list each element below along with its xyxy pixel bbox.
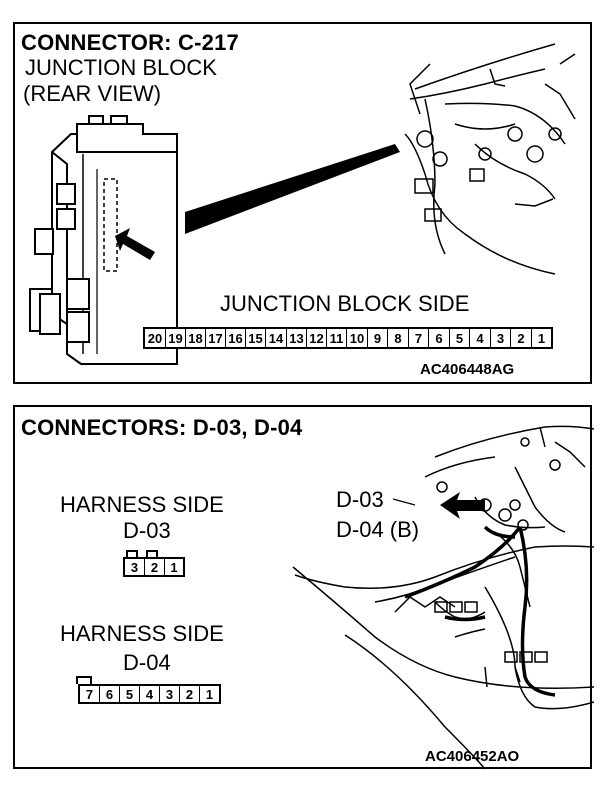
pin-cell: 4 — [470, 329, 491, 347]
d04-callout: D-04 (B) — [336, 517, 420, 542]
c217-pin-row: 20 19 18 17 16 15 14 13 12 11 10 9 8 7 6… — [143, 327, 553, 349]
pin-cell: 8 — [388, 329, 409, 347]
d04-pin-row: 7 6 5 4 3 2 1 — [78, 684, 221, 704]
d03-label: D-03 — [123, 518, 171, 543]
pin-cell: 4 — [140, 686, 160, 702]
figure-code: AC406452AO — [425, 748, 520, 765]
dashboard-sketch — [404, 43, 576, 275]
d03-callout: D-03 — [336, 487, 384, 512]
pin-cell: 1 — [170, 559, 178, 575]
d04-label: D-04 — [123, 650, 171, 675]
pin-cell: 18 — [186, 329, 206, 347]
pin-cell: 3 — [125, 559, 145, 575]
connector-outlines — [76, 550, 158, 684]
junction-block-illustration — [29, 43, 576, 365]
pin-cell: 5 — [450, 329, 470, 347]
pin-cell: 15 — [246, 329, 266, 347]
pin-cell: 16 — [226, 329, 246, 347]
panel-title: CONNECTORS: D-03, D-04 — [21, 415, 303, 440]
arrow-icon — [440, 492, 485, 519]
connectors-d03-d04-panel: CONNECTORS: D-03, D-04 HARNESS SIDE D-03… — [13, 405, 594, 770]
figure-code: AC406448AG — [420, 361, 515, 378]
junction-block-label: JUNCTION BLOCK — [25, 55, 217, 80]
harness-side-label: HARNESS SIDE — [60, 492, 224, 517]
pin-cell: 2 — [180, 686, 200, 702]
d03-pin-row: 3 2 1 — [123, 557, 185, 577]
junction-block-body — [29, 115, 178, 365]
pin-cell: 10 — [347, 329, 368, 347]
pin-cell: 3 — [491, 329, 511, 347]
pin-cell: 20 — [145, 329, 166, 347]
pin-cell: 2 — [511, 329, 532, 347]
pin-cell: 2 — [145, 559, 165, 575]
pin-cell: 12 — [307, 329, 327, 347]
pin-cell: 11 — [327, 329, 347, 347]
pin-cell: 19 — [166, 329, 186, 347]
arrow-icon — [115, 228, 155, 260]
harness-side-label: HARNESS SIDE — [60, 621, 224, 646]
rear-view-label: (REAR VIEW) — [23, 81, 162, 106]
pin-cell: 3 — [160, 686, 180, 702]
panel-title: CONNECTOR: C-217 — [21, 30, 239, 55]
pin-cell: 6 — [100, 686, 120, 702]
pin-cell: 14 — [266, 329, 287, 347]
vehicle-harness-illustration — [292, 425, 594, 770]
pin-cell: 13 — [287, 329, 307, 347]
pin-cell: 1 — [537, 330, 546, 346]
pin-cell: 17 — [206, 329, 226, 347]
pin-cell: 1 — [205, 686, 214, 702]
pin-cell: 9 — [368, 329, 388, 347]
pin-cell: 6 — [429, 329, 450, 347]
pin-cell: 5 — [120, 686, 140, 702]
leader-wedge — [185, 144, 400, 234]
pin-cell: 7 — [409, 329, 429, 347]
connector-c217-panel: CONNECTOR: C-217 JUNCTION BLOCK (REAR VI… — [13, 22, 592, 384]
junction-block-side-label: JUNCTION BLOCK SIDE — [220, 291, 470, 316]
pin-cell: 7 — [80, 686, 100, 702]
